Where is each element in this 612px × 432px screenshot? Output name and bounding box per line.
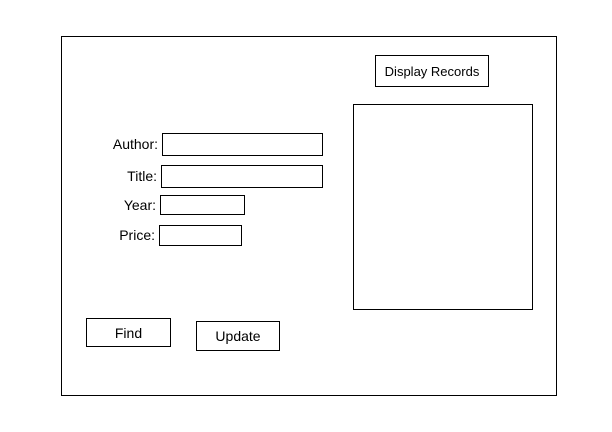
author-input[interactable] (162, 133, 323, 156)
author-label: Author: (112, 136, 158, 152)
title-label: Title: (127, 168, 157, 184)
price-label: Price: (119, 227, 155, 243)
records-listbox[interactable] (353, 104, 533, 310)
year-label: Year: (123, 197, 156, 213)
title-input[interactable] (161, 165, 323, 188)
display-records-button[interactable]: Display Records (375, 55, 489, 87)
price-input[interactable] (159, 225, 242, 246)
year-input[interactable] (160, 195, 245, 215)
update-button[interactable]: Update (196, 321, 280, 351)
find-button[interactable]: Find (86, 318, 171, 347)
form-window: Display Records Author: Title: Year: Pri… (61, 36, 557, 396)
